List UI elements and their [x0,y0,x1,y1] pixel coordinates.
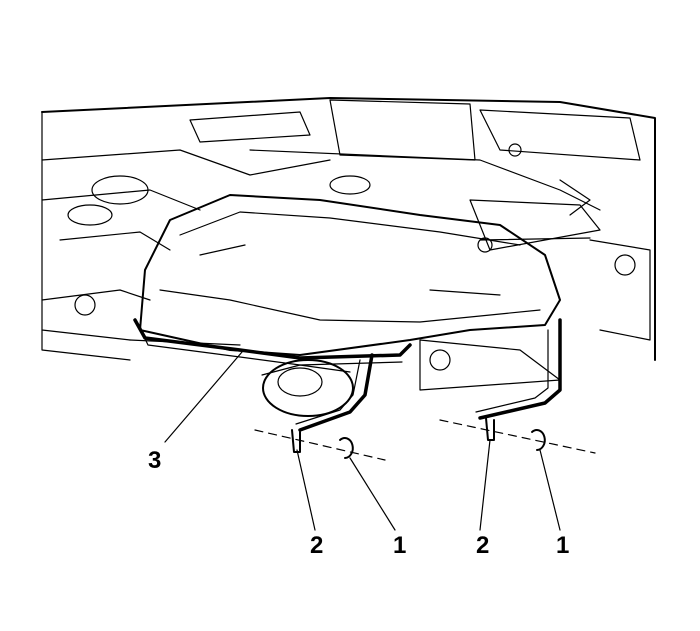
callout-3: 3 [148,447,161,474]
callout-2-right: 2 [476,532,489,559]
left-bolt-icon [291,429,301,453]
vehicle-underbody [41,97,656,391]
right-bolt-icon [485,417,495,441]
callout-1-left: 1 [393,532,406,559]
left-nut-icon [339,437,354,459]
callout-2-left: 2 [310,532,323,559]
leader-lines [164,351,561,531]
right-nut-icon [531,429,546,451]
rear-component [261,359,354,417]
left-fastener-group [254,429,386,461]
right-fastener-group [439,417,596,454]
fuel-tank-straps [133,318,562,432]
callout-1-right: 1 [556,532,569,559]
fuel-tank [139,194,561,356]
